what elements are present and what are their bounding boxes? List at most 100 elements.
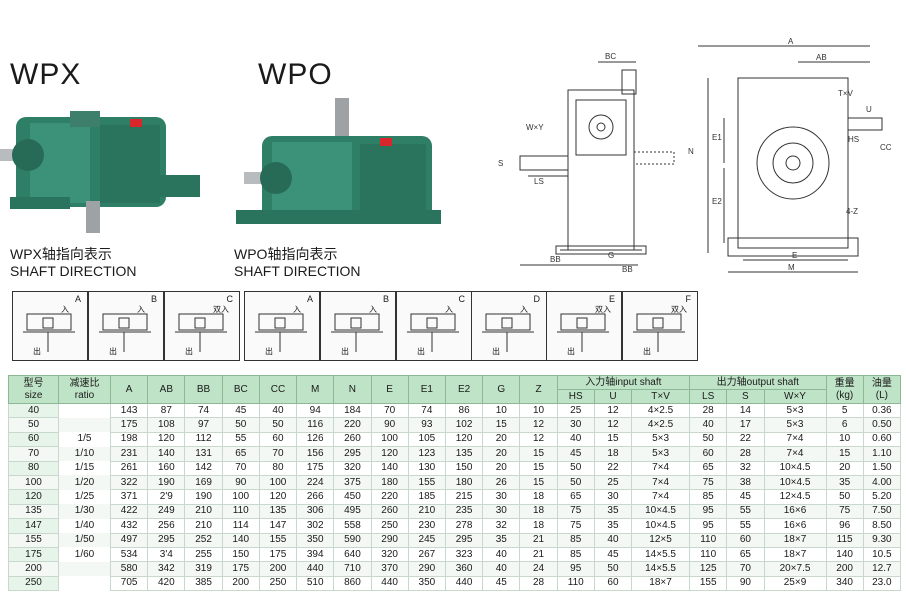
header-output-sub: W×Y <box>763 389 827 404</box>
table-cell: 16×6 <box>763 518 827 534</box>
table-cell: 85 <box>556 546 595 563</box>
direction-tag: A <box>306 294 313 304</box>
direction-in-label: 入 <box>520 305 528 314</box>
table-cell: 100 <box>370 431 409 448</box>
table-cell: 261 <box>109 460 149 476</box>
table-cell: 0.36 <box>862 402 902 419</box>
table-cell: 0.50 <box>862 417 902 433</box>
table-cell: 114 <box>221 518 260 534</box>
table-cell: 18 <box>519 503 558 520</box>
table-cell: 534 <box>109 546 149 563</box>
table-cell: 10×4.5 <box>631 518 691 534</box>
table-cell: 302 <box>296 518 335 534</box>
table-cell: 323 <box>444 546 484 563</box>
table-cell: 4×2.5 <box>631 417 691 433</box>
table-cell: 45 <box>221 402 260 419</box>
table-cell: 200 <box>825 561 864 577</box>
front-view-drawing: A AB T×V U HS CC N E1 E2 4-Z E M <box>688 38 898 278</box>
table-cell: 28 <box>726 446 765 462</box>
direction-in-label: 入 <box>445 305 453 314</box>
label-ab: AB <box>816 53 827 62</box>
table-cell: 90 <box>221 474 260 491</box>
table-cell: 319 <box>184 561 223 577</box>
table-cell: 320 <box>333 460 372 476</box>
direction-in-label: 双入 <box>213 305 229 314</box>
direction-in-label: 入 <box>369 305 377 314</box>
header-dim: AB <box>147 375 186 404</box>
cell-ratio: 1/10 <box>58 446 111 462</box>
table-cell: 580 <box>109 561 149 577</box>
table-cell: 6 <box>825 417 864 433</box>
table-cell: 105 <box>407 431 446 448</box>
direction-tag: C <box>226 294 234 304</box>
table-cell: 10×4.5 <box>763 460 827 476</box>
table-cell: 18 <box>519 489 558 505</box>
table-cell: 15 <box>593 431 633 448</box>
table-cell: 10×4.5 <box>763 474 827 491</box>
wpo-caption-cn: WPO轴指向表示 <box>234 246 338 262</box>
table-cell: 143 <box>109 402 149 419</box>
table-cell: 100 <box>221 489 260 505</box>
header-ratio: 减速比 ratio <box>58 375 111 404</box>
label-e1-lower: E2 <box>712 197 722 206</box>
table-cell: 342 <box>147 561 186 577</box>
table-cell: 7×4 <box>631 489 691 505</box>
table-cell: 32 <box>726 460 765 476</box>
table-cell: 10 <box>482 402 521 419</box>
table-cell: 87 <box>147 402 186 419</box>
table-cell: 210 <box>184 503 223 520</box>
table-cell: 12.7 <box>862 561 902 577</box>
table-cell: 180 <box>444 474 484 491</box>
table-cell: 12 <box>519 417 558 433</box>
table-cell: 35 <box>482 532 521 548</box>
table-cell: 495 <box>333 503 372 520</box>
label-s: S <box>498 159 503 168</box>
table-cell: 40 <box>482 546 521 563</box>
table-cell: 2'9 <box>147 489 186 505</box>
header-dim: BB <box>184 375 223 404</box>
direction-out-label: 出 <box>643 347 651 356</box>
table-cell: 16×6 <box>763 503 827 520</box>
table-cell: 22 <box>726 431 765 448</box>
table-cell: 590 <box>333 532 372 548</box>
direction-in-label: 入 <box>61 305 69 314</box>
table-cell: 50 <box>593 561 633 577</box>
table-cell: 5×3 <box>631 446 691 462</box>
table-cell: 200 <box>258 561 298 577</box>
table-cell: 74 <box>184 402 223 419</box>
table-cell: 50 <box>689 431 728 448</box>
table-cell: 250 <box>258 575 298 592</box>
table-cell: 40 <box>593 532 633 548</box>
table-cell: 0.60 <box>862 431 902 448</box>
table-cell: 26 <box>482 474 521 491</box>
table-cell: 422 <box>109 503 149 520</box>
table-cell: 180 <box>370 474 409 491</box>
direction-tag: B <box>382 294 389 304</box>
label-cc: CC <box>880 143 892 152</box>
table-cell: 12 <box>519 431 558 448</box>
direction-out-label: 出 <box>33 347 41 356</box>
table-cell: 5×3 <box>763 402 827 419</box>
table-cell: 440 <box>296 561 335 577</box>
table-cell: 74 <box>407 402 446 419</box>
table-cell: 96 <box>825 518 864 534</box>
table-cell: 394 <box>296 546 335 563</box>
label-wxy: W×Y <box>526 123 544 132</box>
table-cell: 110 <box>689 532 728 548</box>
table-cell: 558 <box>333 518 372 534</box>
table-cell: 290 <box>407 561 446 577</box>
table-cell: 35 <box>593 503 633 520</box>
table-cell: 9.30 <box>862 532 902 548</box>
label-g: G <box>608 251 614 260</box>
table-cell: 200 <box>221 575 260 592</box>
cell-ratio: 1/25 <box>58 489 111 505</box>
direction-in-label: 入 <box>293 305 301 314</box>
cell-ratio <box>58 417 111 433</box>
header-dim: Z <box>519 375 558 404</box>
